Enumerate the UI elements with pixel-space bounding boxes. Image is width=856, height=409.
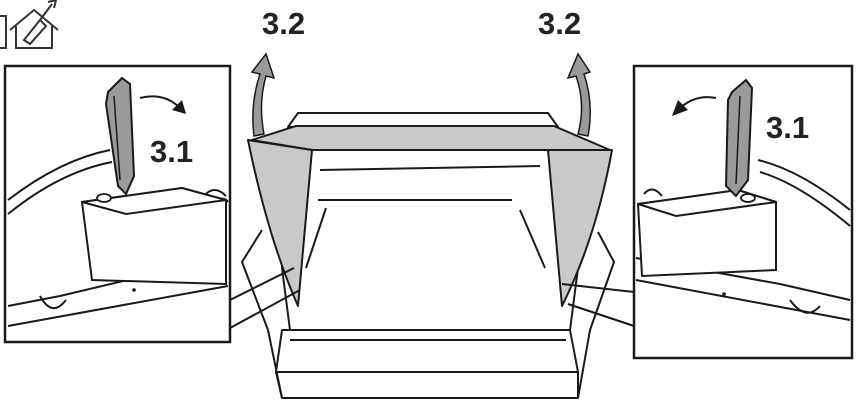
latch-lever-right: [724, 78, 754, 198]
indoor-house-tool-icon: [0, 0, 59, 49]
unit-top-lid: [251, 125, 611, 151]
detail-inset-right: [561, 64, 854, 360]
unit-back-rim: [287, 112, 559, 128]
center-unit: [241, 112, 615, 399]
unit-left-lid: [247, 139, 313, 307]
unit-cavity: [281, 147, 579, 331]
lift-arrow-left: [250, 52, 276, 137]
step-label-lid-right: 3.2: [538, 6, 581, 41]
unit-front-tray: [275, 329, 579, 373]
step-label-latch-right: 3.1: [766, 110, 809, 145]
lift-arrow-right: [566, 52, 592, 137]
unit-right-lid: [547, 149, 613, 307]
step-label-latch-left: 3.1: [150, 134, 193, 169]
detail-inset-left: [3, 64, 301, 344]
latch-lever-left: [104, 76, 136, 196]
step-label-lid-left: 3.2: [262, 6, 305, 41]
